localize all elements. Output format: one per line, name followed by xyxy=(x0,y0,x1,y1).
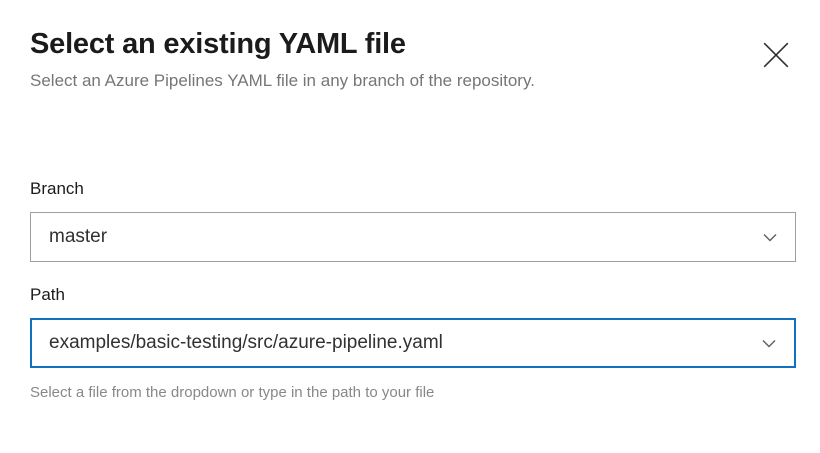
dialog-subtitle: Select an Azure Pipelines YAML file in a… xyxy=(30,71,535,90)
path-helper-text: Select a file from the dropdown or type … xyxy=(30,384,435,401)
path-field-group: Path Select a file from the dropdown or … xyxy=(30,284,796,404)
branch-label: Branch xyxy=(30,179,84,198)
branch-input[interactable] xyxy=(31,224,745,250)
path-input[interactable] xyxy=(32,330,744,356)
chevron-down-icon[interactable] xyxy=(744,319,794,367)
page-title: Select an existing YAML file xyxy=(30,28,406,60)
close-icon xyxy=(763,42,789,68)
yaml-file-form: Branch Path Select a file xyxy=(30,178,796,404)
chevron-down-icon[interactable] xyxy=(745,213,795,261)
path-dropdown[interactable] xyxy=(30,318,796,368)
branch-field-group: Branch xyxy=(30,178,796,262)
branch-dropdown[interactable] xyxy=(30,212,796,262)
dialog-header: Select an existing YAML file Select an A… xyxy=(30,26,790,94)
close-button[interactable] xyxy=(754,33,798,77)
path-label: Path xyxy=(30,285,65,304)
